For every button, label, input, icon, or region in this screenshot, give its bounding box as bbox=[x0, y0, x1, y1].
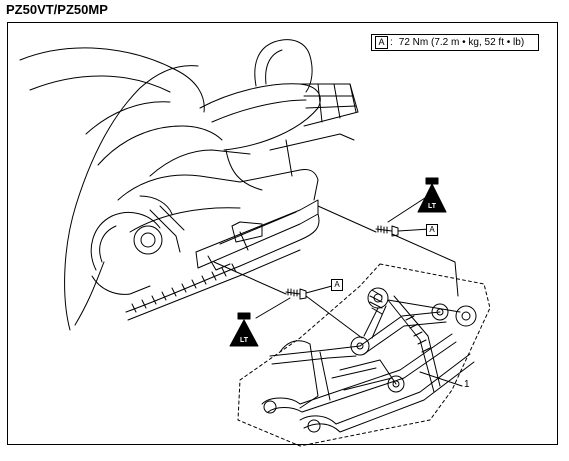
illustration-frame bbox=[7, 22, 558, 445]
torque-value: 72 Nm (7.2 m • kg, 52 ft • lb) bbox=[398, 37, 525, 48]
torque-key-label: A bbox=[375, 36, 388, 49]
torque-colon: : bbox=[390, 37, 393, 48]
snowmobile-body bbox=[19, 39, 359, 331]
suspension-dashed-outline bbox=[237, 263, 491, 447]
loctite-lower-text: LT bbox=[240, 337, 249, 344]
page-title: PZ50VT/PZ50MP bbox=[6, 2, 108, 17]
loctite-icon-upper bbox=[387, 177, 447, 223]
right-mount-bolt bbox=[375, 225, 431, 237]
torque-spec-box: A:72 Nm (7.2 m • kg, 52 ft • lb) bbox=[371, 34, 539, 51]
left-bolt-leader bbox=[213, 261, 363, 339]
callout-left-bolt: A bbox=[331, 279, 343, 291]
part-leader-line bbox=[419, 371, 463, 387]
loctite-icon-lower bbox=[229, 297, 291, 347]
part-number-label: 1 bbox=[464, 379, 470, 390]
left-mount-bolt bbox=[285, 285, 333, 300]
rear-suspension-assembly bbox=[261, 287, 477, 433]
loctite-upper-text: LT bbox=[428, 203, 437, 210]
callout-right-bolt: A bbox=[426, 224, 438, 236]
right-bolt-leader bbox=[317, 205, 459, 297]
